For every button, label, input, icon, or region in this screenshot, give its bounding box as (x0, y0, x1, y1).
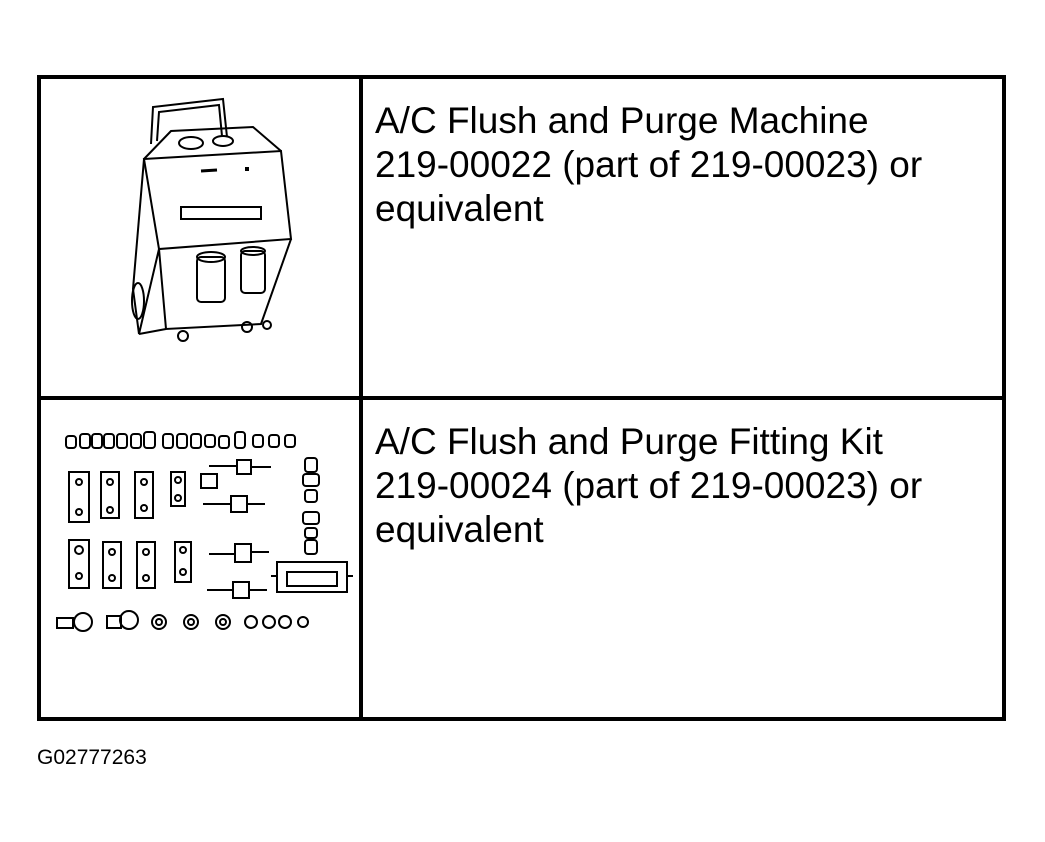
tool-row-fitting-kit: A/C Flush and Purge Fitting Kit 219-0002… (41, 400, 1002, 717)
tool-row-flush-machine: A/C Flush and Purge Machine 219-00022 (p… (41, 79, 1002, 400)
tool-part-number: 219-00022 (part of 219-00023) or (375, 144, 923, 185)
flush-purge-machine-icon (131, 97, 293, 342)
special-tools-table: A/C Flush and Purge Machine 219-00022 (p… (37, 75, 1006, 721)
tool-image-cell (41, 79, 363, 396)
tool-part-number: 219-00024 (part of 219-00023) or (375, 465, 923, 506)
tool-image-cell (41, 400, 363, 717)
fitting-kit-icon (56, 431, 353, 632)
tool-name: A/C Flush and Purge Fitting Kit (375, 421, 883, 462)
figure-id: G02777263 (37, 746, 147, 769)
tool-equivalent-note: equivalent (375, 188, 544, 229)
tool-description: A/C Flush and Purge Fitting Kit 219-0002… (363, 400, 1002, 717)
tool-name: A/C Flush and Purge Machine (375, 100, 869, 141)
tool-description: A/C Flush and Purge Machine 219-00022 (p… (363, 79, 1002, 396)
tool-equivalent-note: equivalent (375, 509, 544, 550)
